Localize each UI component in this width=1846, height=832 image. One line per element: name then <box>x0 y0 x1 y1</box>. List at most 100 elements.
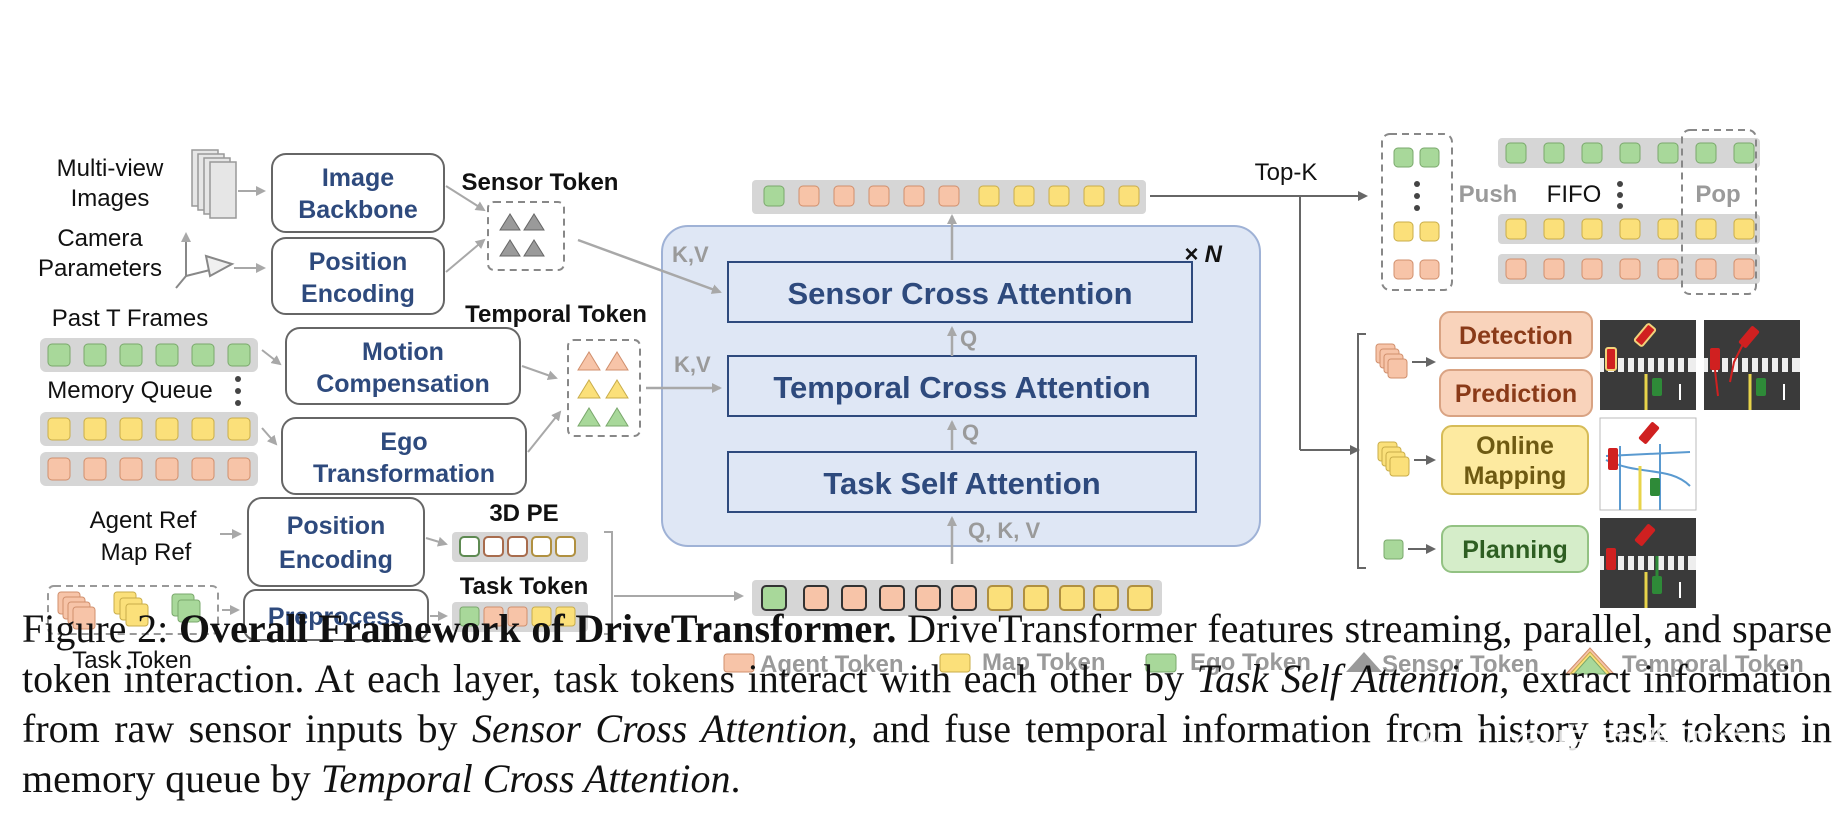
task-head-connectors <box>1299 196 1366 569</box>
image-backbone-box: Image Backbone <box>271 153 445 233</box>
topk-selected-tokens <box>1381 133 1453 291</box>
parameters-label: Parameters <box>38 255 162 282</box>
combine-bracket <box>604 531 613 635</box>
legend-agent-label: Agent Token <box>760 651 904 678</box>
planning-bev-thumbnail <box>1600 518 1696 608</box>
q-label-1: Q <box>960 326 977 351</box>
ego-transformation-box: Ego Transformation <box>281 417 527 495</box>
position-encoding-box-2: Position Encoding <box>247 497 425 587</box>
image-backbone-line2: Backbone <box>298 196 418 224</box>
svg-text:Transformation: Transformation <box>313 460 495 488</box>
planning-label: Planning <box>1462 536 1568 564</box>
camera-frustum-icon <box>175 232 235 289</box>
qkv-label: Q, K, V <box>968 518 1040 543</box>
memory-queue-label: Memory Queue <box>47 377 212 404</box>
figure-label: Figure 2: <box>22 606 169 651</box>
svg-text:Encoding: Encoding <box>279 546 393 574</box>
task-token-group <box>47 585 219 635</box>
prediction-label: Prediction <box>1455 380 1577 408</box>
online-mapping-box: Online Mapping <box>1441 425 1589 495</box>
agent-head-tokens <box>1375 343 1408 379</box>
past-frames-label: Past T Frames <box>52 305 209 332</box>
legend-temporal-label: Temporal Token <box>1622 651 1804 678</box>
ego-head-token <box>1383 539 1404 560</box>
memory-map-row <box>40 412 258 446</box>
planning-box: Planning <box>1441 525 1589 573</box>
map-ref-label: Map Ref <box>101 539 192 566</box>
sensor-cross-attention-box: Sensor Cross Attention <box>727 261 1193 323</box>
temporal-token-group <box>567 339 641 437</box>
topk-label: Top-K <box>1255 159 1318 186</box>
svg-text:Motion: Motion <box>362 338 444 366</box>
queue-ellipsis-icon <box>1617 181 1623 209</box>
svg-text:Encoding: Encoding <box>301 280 415 308</box>
temporal-cross-attention-box: Temporal Cross Attention <box>727 355 1197 417</box>
mapping-bev-thumbnail <box>1599 417 1697 511</box>
legend-ego-label: Ego Token <box>1190 649 1311 676</box>
legend-sensor-icon <box>1346 652 1382 672</box>
sensor-cross-attention-label: Sensor Cross Attention <box>787 276 1132 311</box>
svg-text:Position: Position <box>309 248 408 276</box>
legend-ego-swatch <box>1145 653 1177 673</box>
svg-text:Ego: Ego <box>380 428 427 456</box>
legend-agent-swatch <box>723 653 755 673</box>
queue-map-row <box>1498 214 1760 244</box>
svg-text:Preprocess: Preprocess <box>268 603 404 631</box>
caption-title: Overall Framework of DriveTransformer. <box>178 606 897 651</box>
pe3d-label: 3D PE <box>489 500 558 527</box>
memory-agent-row <box>40 452 258 486</box>
attention-arrows <box>577 214 957 564</box>
map-head-tokens <box>1377 441 1410 477</box>
prediction-box: Prediction <box>1439 369 1593 417</box>
input-arrows <box>220 185 562 621</box>
svg-text:Mapping: Mapping <box>1464 462 1567 490</box>
output-token-row <box>752 180 1146 214</box>
legend-map-label: Map Token <box>982 649 1106 676</box>
queue-agent-row <box>1498 254 1760 284</box>
svg-text:Compensation: Compensation <box>316 370 490 398</box>
fifo-label: FIFO <box>1547 181 1602 208</box>
camera-label: Camera <box>57 225 143 252</box>
task-token-label: Task Token <box>72 647 192 674</box>
svg-text:Position: Position <box>287 512 386 540</box>
temporal-cross-attention-label: Temporal Cross Attention <box>773 370 1150 405</box>
figure-caption: Figure 2: Overall Framework of DriveTran… <box>22 606 1833 801</box>
kv-label-1: K,V <box>672 242 709 267</box>
task-token-row <box>452 602 588 632</box>
watermark: 知乎 @自动驾驶之心 <box>1416 722 1799 768</box>
past-frames-row <box>40 338 258 372</box>
agent-ref-label: Agent Ref <box>90 507 197 534</box>
multiview-label: Multi-view <box>57 155 164 182</box>
legend-temporal-icon <box>1564 647 1616 675</box>
kv-label-2: K,V <box>674 352 711 377</box>
sensor-token-group <box>487 201 565 271</box>
pop-label: Pop <box>1695 181 1740 208</box>
motion-compensation-box: Motion Compensation <box>285 327 521 405</box>
images-label: Images <box>71 185 150 212</box>
preprocess-box: Preprocess <box>243 589 429 641</box>
queue-ego-row <box>1498 138 1760 168</box>
legend-map-swatch <box>939 653 971 673</box>
task-self-attention-label: Task Self Attention <box>823 466 1100 501</box>
svg-text:Online: Online <box>1476 432 1554 460</box>
task-token-title: Task Token <box>460 573 588 600</box>
detection-bev-thumbnail <box>1600 320 1696 410</box>
detection-box: Detection <box>1439 311 1593 359</box>
temporal-token-label: Temporal Token <box>465 301 647 328</box>
head-arrows <box>1408 357 1436 554</box>
input-task-token-row <box>752 580 1162 616</box>
legend-sensor-label: Sensor Token <box>1382 651 1539 678</box>
task-self-attention-box: Task Self Attention <box>727 451 1197 513</box>
multiview-images-icon <box>191 149 237 219</box>
push-label: Push <box>1459 181 1518 208</box>
image-backbone-line1: Image <box>322 164 394 192</box>
pe3d-row <box>452 532 588 562</box>
prediction-bev-thumbnail <box>1704 320 1800 410</box>
pop-window <box>1681 129 1757 295</box>
sensor-token-label: Sensor Token <box>462 169 619 196</box>
q-label-2: Q <box>962 420 979 445</box>
legend: Agent Token Map Token Ego Token Sensor T… <box>723 647 1804 678</box>
vertical-ellipsis-icon <box>235 376 241 406</box>
detection-label: Detection <box>1459 322 1573 350</box>
